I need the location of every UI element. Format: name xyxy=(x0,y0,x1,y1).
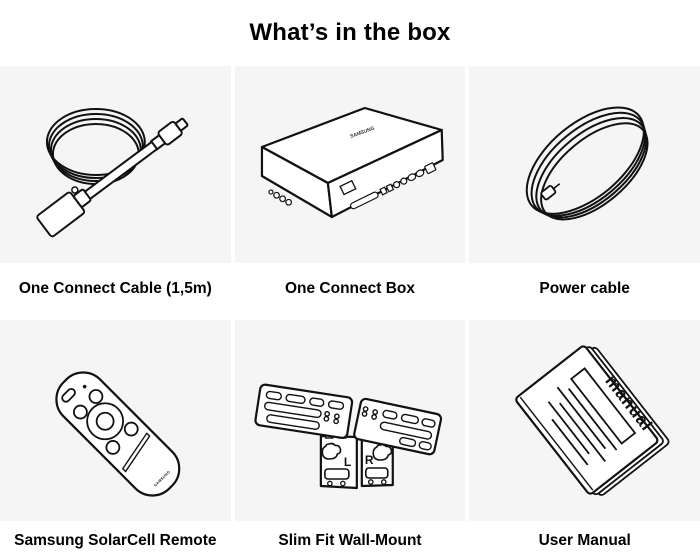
label-solarcell-remote: Samsung SolarCell Remote xyxy=(0,521,231,560)
section-title-bar: What’s in the box xyxy=(0,0,700,66)
one-connect-plug xyxy=(36,186,92,238)
label-one-connect-cable: One Connect Cable (1,5m) xyxy=(0,263,231,320)
box-service-port xyxy=(338,179,357,196)
wall-mount-illustration: L R xyxy=(254,383,442,490)
box-front-ports xyxy=(349,162,436,210)
label-one-connect-box: One Connect Box xyxy=(234,263,466,320)
power-cable-coil xyxy=(526,106,649,221)
tile-one-connect-box: SAMSUNG xyxy=(234,66,466,263)
page-title: What’s in the box xyxy=(249,19,451,46)
box-left-ports xyxy=(268,189,292,206)
label-wall-mount: Slim Fit Wall-Mount xyxy=(234,521,466,560)
label-power-cable: Power cable xyxy=(469,263,700,320)
tile-user-manual: manual xyxy=(469,320,700,521)
power-cable-illustration xyxy=(526,106,649,221)
small-plug xyxy=(149,117,189,151)
wall-mount-left-bracket: L xyxy=(319,430,358,490)
tile-one-connect-cable xyxy=(0,66,231,263)
label-user-manual: User Manual xyxy=(469,521,700,560)
user-manual-illustration: manual xyxy=(515,345,670,496)
remote-body: SAMSUNG xyxy=(55,371,181,497)
cable-coil xyxy=(45,108,146,185)
wall-mount-right-plate xyxy=(352,397,442,456)
manual-spine xyxy=(520,396,594,491)
left-release-lever xyxy=(321,442,341,460)
box-body xyxy=(260,106,444,219)
tile-solarcell-remote: SAMSUNG xyxy=(0,320,231,521)
manual-book: manual xyxy=(515,345,670,496)
right-marker-text: R xyxy=(364,453,373,467)
manual-cover-lines xyxy=(548,367,637,466)
tile-power-cable xyxy=(469,66,700,263)
cable-tube-fill xyxy=(80,136,166,202)
items-grid: SAMSUNG xyxy=(0,66,700,560)
solarcell-remote-illustration: SAMSUNG xyxy=(55,371,181,497)
tile-wall-mount: L R xyxy=(234,320,466,521)
remote-buttons xyxy=(61,384,151,473)
one-connect-cable-illustration xyxy=(36,108,189,238)
power-plug-end xyxy=(540,183,561,201)
left-marker-text: L xyxy=(344,455,351,469)
wall-mount-left-plate xyxy=(254,383,353,439)
one-connect-box-illustration: SAMSUNG xyxy=(260,106,444,219)
